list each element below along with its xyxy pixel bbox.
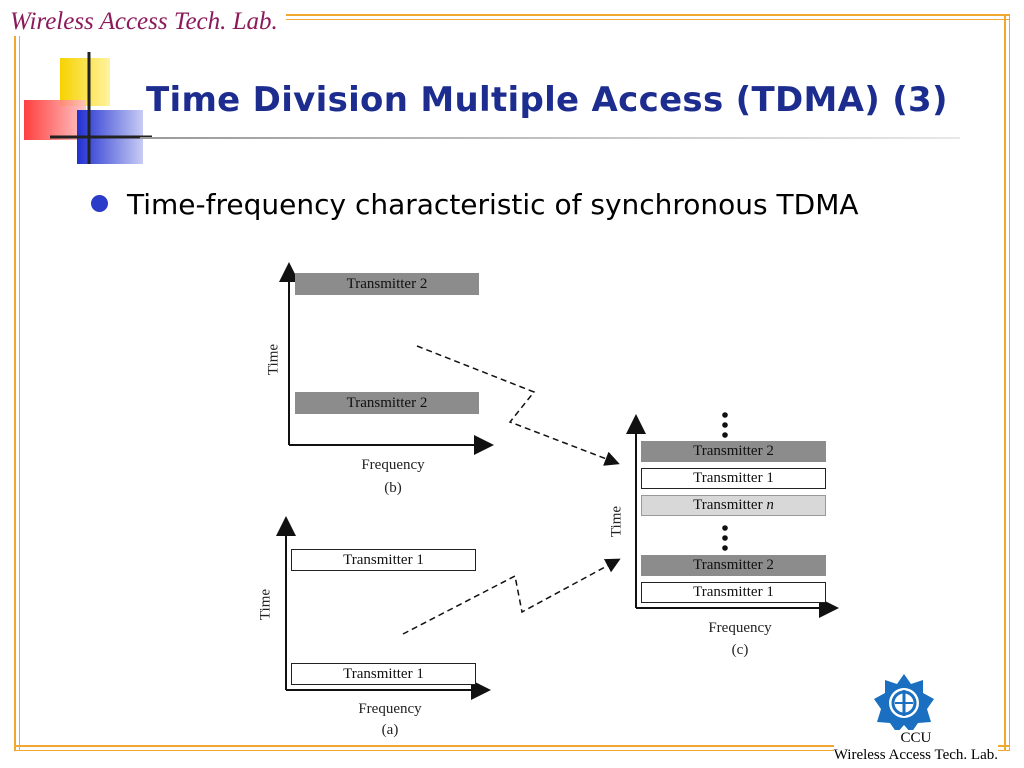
- header-lab-name: Wireless Access Tech. Lab.: [10, 8, 286, 36]
- frame-right-line: [1004, 14, 1006, 750]
- panel-c-x-label: Frequency: [708, 620, 772, 636]
- frame-bottom-line-inner: [14, 750, 1010, 751]
- bullet-dot-icon: [91, 195, 108, 212]
- panel-c-slot-3: Transmitter n: [641, 495, 826, 516]
- panel-c-dot: [722, 535, 728, 541]
- panel-c-dot: [722, 422, 728, 428]
- panel-a-y-label: Time: [257, 588, 274, 621]
- panel-c-dot: [722, 412, 728, 418]
- panel-c-slot-2: Transmitter 1: [641, 468, 826, 489]
- panel-c-caption: (c): [731, 642, 749, 658]
- footer-lab-name: Wireless Access Tech. Lab.: [833, 747, 998, 763]
- bullet-text: Time-frequency characteristic of synchro…: [127, 188, 859, 221]
- panel-a-slot-top: Transmitter 1: [291, 549, 476, 571]
- panel-a-slot-bottom: Transmitter 1: [291, 663, 476, 685]
- panel-a-caption: (a): [381, 722, 399, 738]
- panel-c-dot: [722, 545, 728, 551]
- frame-top-line: [14, 14, 1010, 16]
- panel-b-caption: (b): [384, 480, 402, 496]
- ccu-emblem-icon: [874, 674, 934, 733]
- panel-c-slot-5: Transmitter 1: [641, 582, 826, 603]
- panel-b-y-label: Time: [265, 343, 282, 376]
- footer: CCU Wireless Access Tech. Lab.: [833, 730, 998, 764]
- panel-c-slot-3-label: Transmitter: [693, 497, 763, 513]
- frame-left-line: [14, 14, 16, 750]
- connector-b-to-c: [416, 345, 620, 466]
- panel-c-dot: [722, 432, 728, 438]
- connector-a-to-c: [402, 558, 621, 635]
- slide-title: Time Division Multiple Access (TDMA) (3): [146, 80, 948, 120]
- panel-c-slot-1: Transmitter 2: [641, 441, 826, 462]
- panel-c-dot: [722, 525, 728, 531]
- frame-top-line-inner: [14, 19, 1010, 20]
- panel-c-slot-4: Transmitter 2: [641, 555, 826, 576]
- decorative-squares-icon: [24, 52, 152, 164]
- frame-bottom-line: [14, 745, 1010, 747]
- panel-c-slot-3-var: n: [766, 497, 774, 513]
- title-underline: [140, 137, 960, 139]
- panel-b-x-label: Frequency: [361, 457, 425, 473]
- panel-c-y-label: Time: [608, 505, 625, 538]
- panel-a-x-label: Frequency: [358, 701, 422, 717]
- panel-b-slot-top: Transmitter 2: [295, 273, 479, 295]
- footer-ccu: CCU: [900, 730, 932, 746]
- frame-right-line-inner: [1009, 14, 1010, 750]
- panel-b-slot-bottom: Transmitter 2: [295, 392, 479, 414]
- frame-left-line-inner: [19, 14, 20, 750]
